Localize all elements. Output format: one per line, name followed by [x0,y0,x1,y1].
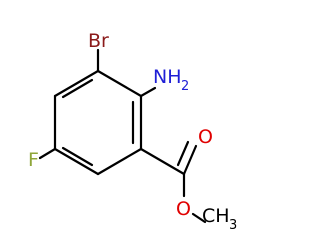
bond-to-carbonyl-carbon [139,147,186,176]
bond-carbonyl-double-b [176,140,190,167]
methyl-subscript: 3 [229,218,237,233]
amine-subscript: 2 [181,79,189,94]
bond-to-amine [139,86,157,98]
amine-label: NH [153,66,182,88]
molecule-svg: Br NH 2 F O O CH 3 [28,30,237,233]
ring-bond-c6-c1 [96,69,143,98]
fluorine-label: F [28,149,39,171]
ring-bond-c5-c6 [53,69,100,98]
bond-oxygen-to-methyl [191,212,207,224]
ring-bond-c2-c3 [96,147,143,176]
substituent-bonds [38,48,207,224]
methyl-label: CH [202,205,230,227]
ring-bond-c3-c4 [53,147,100,176]
structure-diagram: Br NH 2 F O O CH 3 [28,30,238,233]
ring-inner-double-2 [61,146,94,167]
carbonyl-oxygen-label: O [198,126,213,148]
bond-carbonyl-double-a [182,144,198,176]
bromine-label: Br [88,30,109,52]
benzene-ring [53,69,143,176]
ring-inner-double-3 [61,78,94,99]
ester-oxygen-label: O [176,198,191,220]
bond-to-fluorine [38,147,57,160]
